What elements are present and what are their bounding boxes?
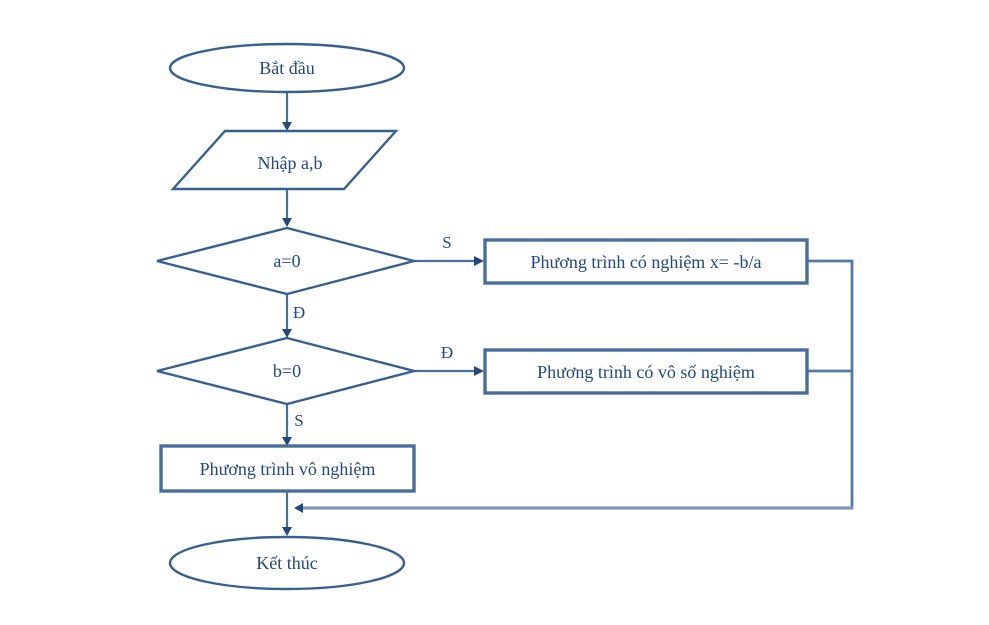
arrowhead-input-to-check-a (282, 218, 292, 227)
arrowhead-check-a-to-check-b (282, 329, 292, 338)
infinite-solutions-label: Phương trình có vô số nghiệm (537, 362, 755, 382)
no-solution-label: Phương trình vô nghiệm (199, 459, 376, 479)
solution-x-label: Phương trình có nghiệm x= -b/a (530, 252, 762, 272)
end-terminator-shape (168, 535, 406, 591)
arrowhead-start-to-input (282, 122, 292, 131)
input-label: Nhập a,b (257, 153, 323, 173)
start-label: Bắt đầu (259, 58, 315, 78)
input-parallelogram-shape (170, 129, 399, 191)
check-b-right-branch-label: Đ (440, 343, 454, 362)
solution-x-process-shape (483, 238, 809, 285)
end-label: Kết thúc (256, 553, 318, 573)
arrowhead-check-a-to-solution-x (474, 256, 484, 266)
check-a-label: a=0 (273, 251, 301, 271)
arrowhead-check-b-to-infinite (474, 366, 484, 376)
check-b-down-branch-label: S (294, 411, 304, 430)
check-a-down-branch-label: Đ (292, 303, 306, 322)
check-b-decision-shape (156, 336, 419, 406)
check-b-label: b=0 (272, 361, 302, 381)
check-a-decision-shape (156, 226, 419, 296)
arrowhead-no-solution-to-end (282, 527, 292, 536)
arrowhead-check-b-to-no-solution (282, 437, 292, 446)
start-terminator-shape (168, 42, 406, 94)
infinite-solutions-process-shape (483, 348, 809, 395)
arrowhead-loop-junction (294, 503, 303, 513)
no-solution-process-shape (159, 444, 416, 493)
check-a-right-branch-label: S (442, 233, 452, 252)
